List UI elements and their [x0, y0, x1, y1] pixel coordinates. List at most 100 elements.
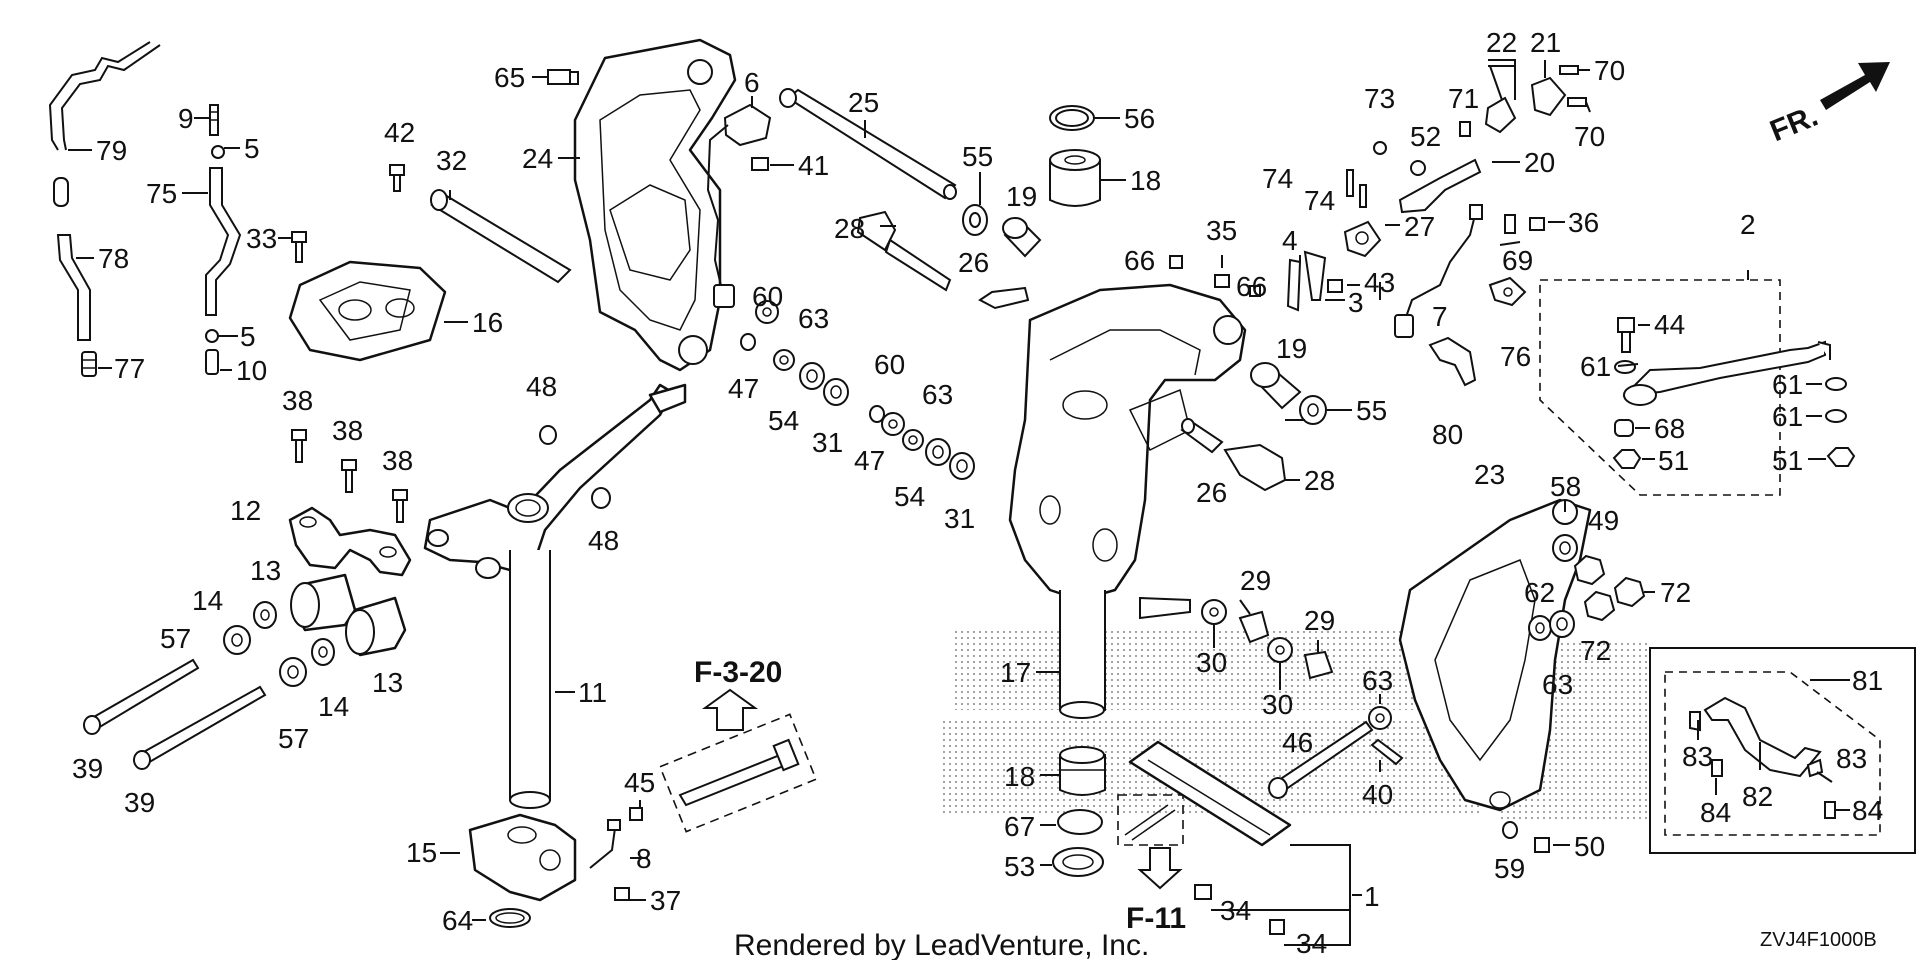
nut-72b: [1583, 590, 1616, 622]
callout-57b: 57: [278, 723, 309, 754]
callout-53: 53: [1004, 851, 1035, 882]
callout-72b: 72: [1580, 635, 1611, 666]
shaft-25: [779, 88, 957, 200]
washer-61b: [1825, 377, 1847, 391]
cover-16: [288, 260, 447, 362]
washer-14a: [253, 601, 277, 629]
callout-26a: 26: [958, 247, 989, 278]
callout-17: 17: [1000, 657, 1031, 688]
callout-55a: 55: [962, 141, 993, 172]
callout-35: 35: [1206, 215, 1237, 246]
callout-27: 27: [1404, 211, 1435, 242]
callout-5b: 5: [240, 321, 256, 352]
callout-22: 22: [1486, 27, 1517, 58]
washer-63d: [1368, 706, 1392, 730]
callout-2: 2: [1740, 209, 1756, 240]
callout-32: 32: [436, 145, 467, 176]
bolt-46: [1268, 720, 1374, 799]
clip-76: [1488, 276, 1527, 307]
steering-arm-11: [423, 383, 687, 809]
callout-31b: 31: [944, 503, 975, 534]
callout-31a: 31: [812, 427, 843, 458]
bolt-69: [1504, 214, 1516, 234]
callout-1: 1: [1364, 881, 1380, 912]
callout-58: 58: [1550, 471, 1581, 502]
callout-83b: 83: [1836, 743, 1867, 774]
callout-29b: 29: [1304, 605, 1335, 636]
tie-rod-box-2: [1539, 279, 1831, 496]
swivel-case-24: [573, 38, 737, 372]
fitting-77: [81, 351, 97, 377]
callout-18a: 18: [1130, 165, 1161, 196]
callout-37: 37: [650, 885, 681, 916]
front-direction-label: FR.: [1765, 100, 1822, 149]
callout-20: 20: [1524, 147, 1555, 178]
clip-5a: [211, 145, 225, 159]
bolt-38a: [291, 429, 307, 463]
callout-56: 56: [1124, 103, 1155, 134]
callout-51a: 51: [1658, 445, 1689, 476]
callout-19a: 19: [1006, 181, 1037, 212]
nut-51a: [1612, 449, 1642, 469]
tilt-tube-17: [1059, 590, 1106, 719]
callout-72a: 72: [1660, 577, 1691, 608]
callout-14a: 14: [192, 585, 223, 616]
callout-3: 3: [1348, 287, 1364, 318]
bushing-18b: [1059, 746, 1106, 796]
callout-21: 21: [1530, 27, 1561, 58]
callout-60b: 60: [874, 349, 905, 380]
washer-set-a: [740, 300, 849, 406]
washer-61c: [1825, 409, 1847, 423]
callout-19b: 19: [1276, 333, 1307, 364]
washer-58: [1552, 534, 1578, 562]
ref-label-f3-20: F-3-20: [694, 656, 782, 689]
diagram-code: ZVJ4F1000B: [1760, 929, 1877, 951]
callout-47a: 47: [728, 373, 759, 404]
callout-84b: 84: [1852, 795, 1883, 826]
washer-57b: [279, 657, 307, 687]
callout-46: 46: [1282, 727, 1313, 758]
bolt-41: [751, 157, 769, 171]
callout-47b: 47: [854, 445, 885, 476]
bolt-37: [614, 887, 630, 901]
washer-62: [1528, 615, 1552, 641]
callout-25: 25: [848, 87, 879, 118]
pin-26b: [1180, 418, 1224, 454]
washer-53: [1052, 847, 1104, 877]
lever-28a: [856, 210, 952, 292]
kit-box-81: [1649, 647, 1916, 854]
washer-set-b: [869, 405, 975, 480]
callout-52: 52: [1410, 121, 1441, 152]
callout-6: 6: [744, 67, 760, 98]
callout-63a: 63: [798, 303, 829, 334]
callout-44: 44: [1654, 309, 1685, 340]
callout-63d: 63: [1362, 665, 1393, 696]
callout-60a: 60: [752, 281, 783, 312]
callout-74a: 74: [1262, 163, 1293, 194]
callout-16: 16: [472, 307, 503, 338]
bolt-44: [1617, 317, 1635, 353]
mount-rubber-13a: [290, 573, 357, 632]
stern-bracket-23: [1398, 498, 1592, 812]
callout-76: 76: [1500, 341, 1531, 372]
bolt-34a: [1194, 884, 1212, 900]
bolt-38b: [341, 459, 357, 493]
callout-30a: 30: [1196, 647, 1227, 678]
bushing-19a: [1002, 217, 1042, 258]
bushing-19b: [1250, 362, 1302, 410]
nut-49: [1573, 554, 1606, 586]
bolt-50: [1534, 837, 1550, 853]
sensor-7: [1394, 204, 1483, 338]
washer-52: [1410, 160, 1426, 176]
callout-7: 7: [1432, 301, 1448, 332]
leader-lines: [68, 59, 1850, 946]
nut-48a: [539, 425, 557, 445]
fitting-10: [205, 349, 219, 375]
bolt-65: [547, 69, 579, 85]
bolt-36: [1529, 217, 1545, 231]
callout-36: 36: [1568, 207, 1599, 238]
spacer-68: [1614, 419, 1634, 437]
callout-78: 78: [98, 243, 129, 274]
clip-5b: [205, 329, 219, 343]
washer-63c: [1549, 610, 1575, 638]
